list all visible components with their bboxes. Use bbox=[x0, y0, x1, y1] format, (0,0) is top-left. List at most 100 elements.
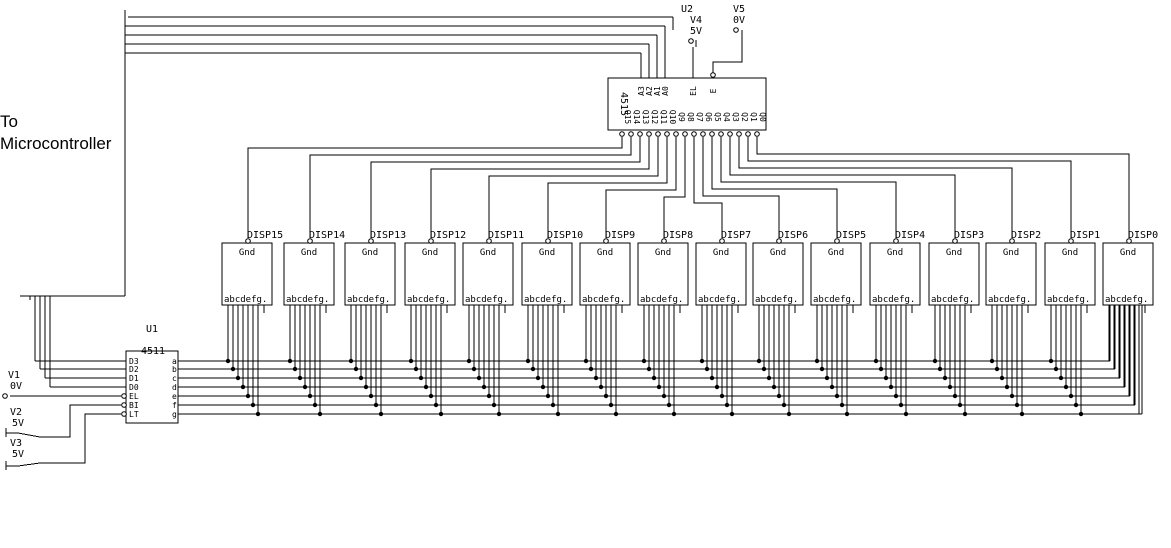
decoder-output-bubble bbox=[736, 131, 742, 137]
driver-el-bubble bbox=[121, 393, 127, 399]
display-gnd-label: Gnd bbox=[597, 248, 613, 258]
decoder-input-label: A0 bbox=[661, 86, 670, 96]
display-enable-bubble bbox=[368, 238, 374, 244]
decoder-output-label: Q9 bbox=[677, 112, 686, 122]
junction-dot bbox=[540, 384, 546, 390]
display-enable-bubble bbox=[486, 238, 492, 244]
display-select-wire bbox=[247, 137, 623, 238]
driver-left-pin: BI bbox=[129, 401, 139, 410]
junction-dot bbox=[428, 393, 434, 399]
junction-dot bbox=[898, 402, 904, 408]
junction-dot bbox=[486, 393, 492, 399]
decoder-output-label: Q11 bbox=[659, 110, 668, 125]
display-name: DISP12 bbox=[430, 230, 466, 241]
display-enable-bubble bbox=[776, 238, 782, 244]
junction-dot bbox=[496, 411, 502, 417]
display-select-wire bbox=[747, 137, 1072, 238]
display-enable-bubble bbox=[893, 238, 899, 244]
wires bbox=[5, 10, 1146, 470]
junction-dot bbox=[888, 384, 894, 390]
control-wire bbox=[6, 404, 121, 438]
junction-dot bbox=[302, 384, 308, 390]
junction-dot bbox=[761, 366, 767, 372]
decoder-output-bubble bbox=[709, 131, 715, 137]
decoder-4515-body bbox=[607, 77, 767, 131]
decoder-output-label: Q10 bbox=[668, 110, 677, 125]
junction-dot bbox=[297, 375, 303, 381]
junction-dot bbox=[1009, 393, 1015, 399]
enable-wire bbox=[712, 36, 743, 73]
display-name: DISP14 bbox=[309, 230, 345, 241]
display-enable-bubble bbox=[245, 238, 251, 244]
junction-dot bbox=[1048, 358, 1054, 364]
junction-dot bbox=[312, 402, 318, 408]
junction-dot bbox=[729, 411, 735, 417]
source-v2-ref: V2 bbox=[10, 407, 22, 418]
junction-dot bbox=[646, 366, 652, 372]
source-v1-terminal bbox=[2, 393, 8, 399]
junction-dot bbox=[1063, 384, 1069, 390]
junction-dot bbox=[491, 402, 497, 408]
display-gnd-label: Gnd bbox=[887, 248, 903, 258]
junction-dot bbox=[1073, 402, 1079, 408]
decoder-output-bubble bbox=[745, 131, 751, 137]
source-v5-terminal bbox=[733, 27, 739, 33]
junction-dot bbox=[952, 393, 958, 399]
display-seg-label: abcdefg. bbox=[407, 295, 450, 305]
decoder-output-bubble bbox=[655, 131, 661, 137]
junction-dot bbox=[937, 366, 943, 372]
display-name: DISP0 bbox=[1128, 230, 1158, 241]
display-seg-label: abcdefg. bbox=[524, 295, 567, 305]
driver-right-pin: c bbox=[172, 374, 177, 383]
junction-dot bbox=[771, 384, 777, 390]
decoder-output-bubble bbox=[727, 131, 733, 137]
display-enable-bubble bbox=[603, 238, 609, 244]
display-body bbox=[695, 242, 747, 306]
driver-left-pin: D2 bbox=[129, 365, 139, 374]
junction-dot bbox=[1019, 411, 1025, 417]
mcu-label-line2: Microcontroller bbox=[0, 134, 112, 153]
driver-left-pin: D3 bbox=[129, 357, 139, 366]
display-body bbox=[579, 242, 631, 306]
decoder-output-label: Q4 bbox=[722, 112, 731, 122]
decoder-output-bubble bbox=[754, 131, 760, 137]
display-select-wire bbox=[605, 137, 677, 238]
junction-dot bbox=[651, 375, 657, 381]
source-v5-value: 0V bbox=[733, 15, 745, 26]
decoder-output-label: Q3 bbox=[731, 112, 740, 122]
mcu-label-line1: To bbox=[0, 112, 18, 131]
display-gnd-label: Gnd bbox=[539, 248, 555, 258]
decoder-output-label: Q0 bbox=[758, 112, 767, 122]
display-body bbox=[928, 242, 980, 306]
junction-dot bbox=[373, 402, 379, 408]
driver-right-pin: f bbox=[172, 401, 177, 410]
driver-left-pin: D0 bbox=[129, 383, 139, 392]
display-select-wire bbox=[430, 137, 650, 238]
decoder-part: 4515 bbox=[618, 92, 629, 116]
decoder-input-label: E bbox=[709, 88, 718, 93]
display-select-wire bbox=[488, 137, 659, 238]
display-body bbox=[221, 242, 273, 306]
junction-dot bbox=[903, 411, 909, 417]
display-gnd-label: Gnd bbox=[1062, 248, 1078, 258]
junction-dot bbox=[962, 411, 968, 417]
junction-dot bbox=[348, 358, 354, 364]
display-name: DISP7 bbox=[721, 230, 751, 241]
display-body bbox=[810, 242, 862, 306]
junction-dot bbox=[588, 366, 594, 372]
display-seg-label: abcdefg. bbox=[755, 295, 798, 305]
driver-right-pin: e bbox=[172, 392, 177, 401]
junction-dot bbox=[358, 375, 364, 381]
junction-dot bbox=[292, 366, 298, 372]
display-enable-bubble bbox=[428, 238, 434, 244]
display-body bbox=[869, 242, 921, 306]
junction-dot bbox=[603, 393, 609, 399]
source-v3-value: 5V bbox=[12, 449, 24, 460]
junction-dot bbox=[756, 358, 762, 364]
junction-dot bbox=[656, 384, 662, 390]
source-v2-value: 5V bbox=[12, 418, 24, 429]
display-seg-label: abcdefg. bbox=[872, 295, 915, 305]
display-seg-label: abcdefg. bbox=[698, 295, 741, 305]
junction-dot bbox=[598, 384, 604, 390]
